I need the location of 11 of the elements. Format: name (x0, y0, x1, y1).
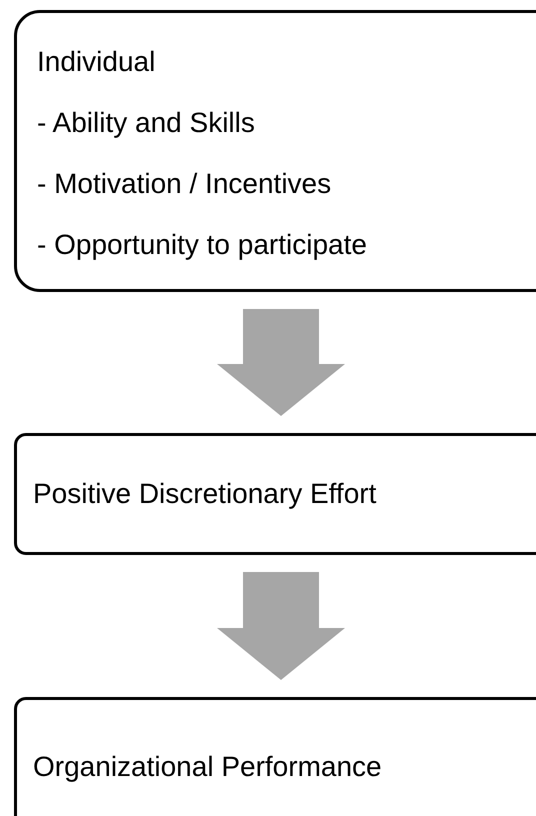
box-text: Positive Discretionary Effort (33, 477, 378, 511)
process-box (14, 10, 536, 292)
box-text: Organizational Performance (33, 750, 383, 784)
block-arrow (217, 309, 345, 416)
process-box (14, 433, 536, 555)
box-text: - Ability and Skills (37, 106, 256, 140)
box-text: - Motivation / Incentives (37, 166, 332, 200)
box-heading: Individual (37, 44, 156, 78)
process-box (14, 697, 536, 816)
block-arrow (217, 572, 345, 680)
box-text: - Opportunity to participate (37, 228, 368, 262)
